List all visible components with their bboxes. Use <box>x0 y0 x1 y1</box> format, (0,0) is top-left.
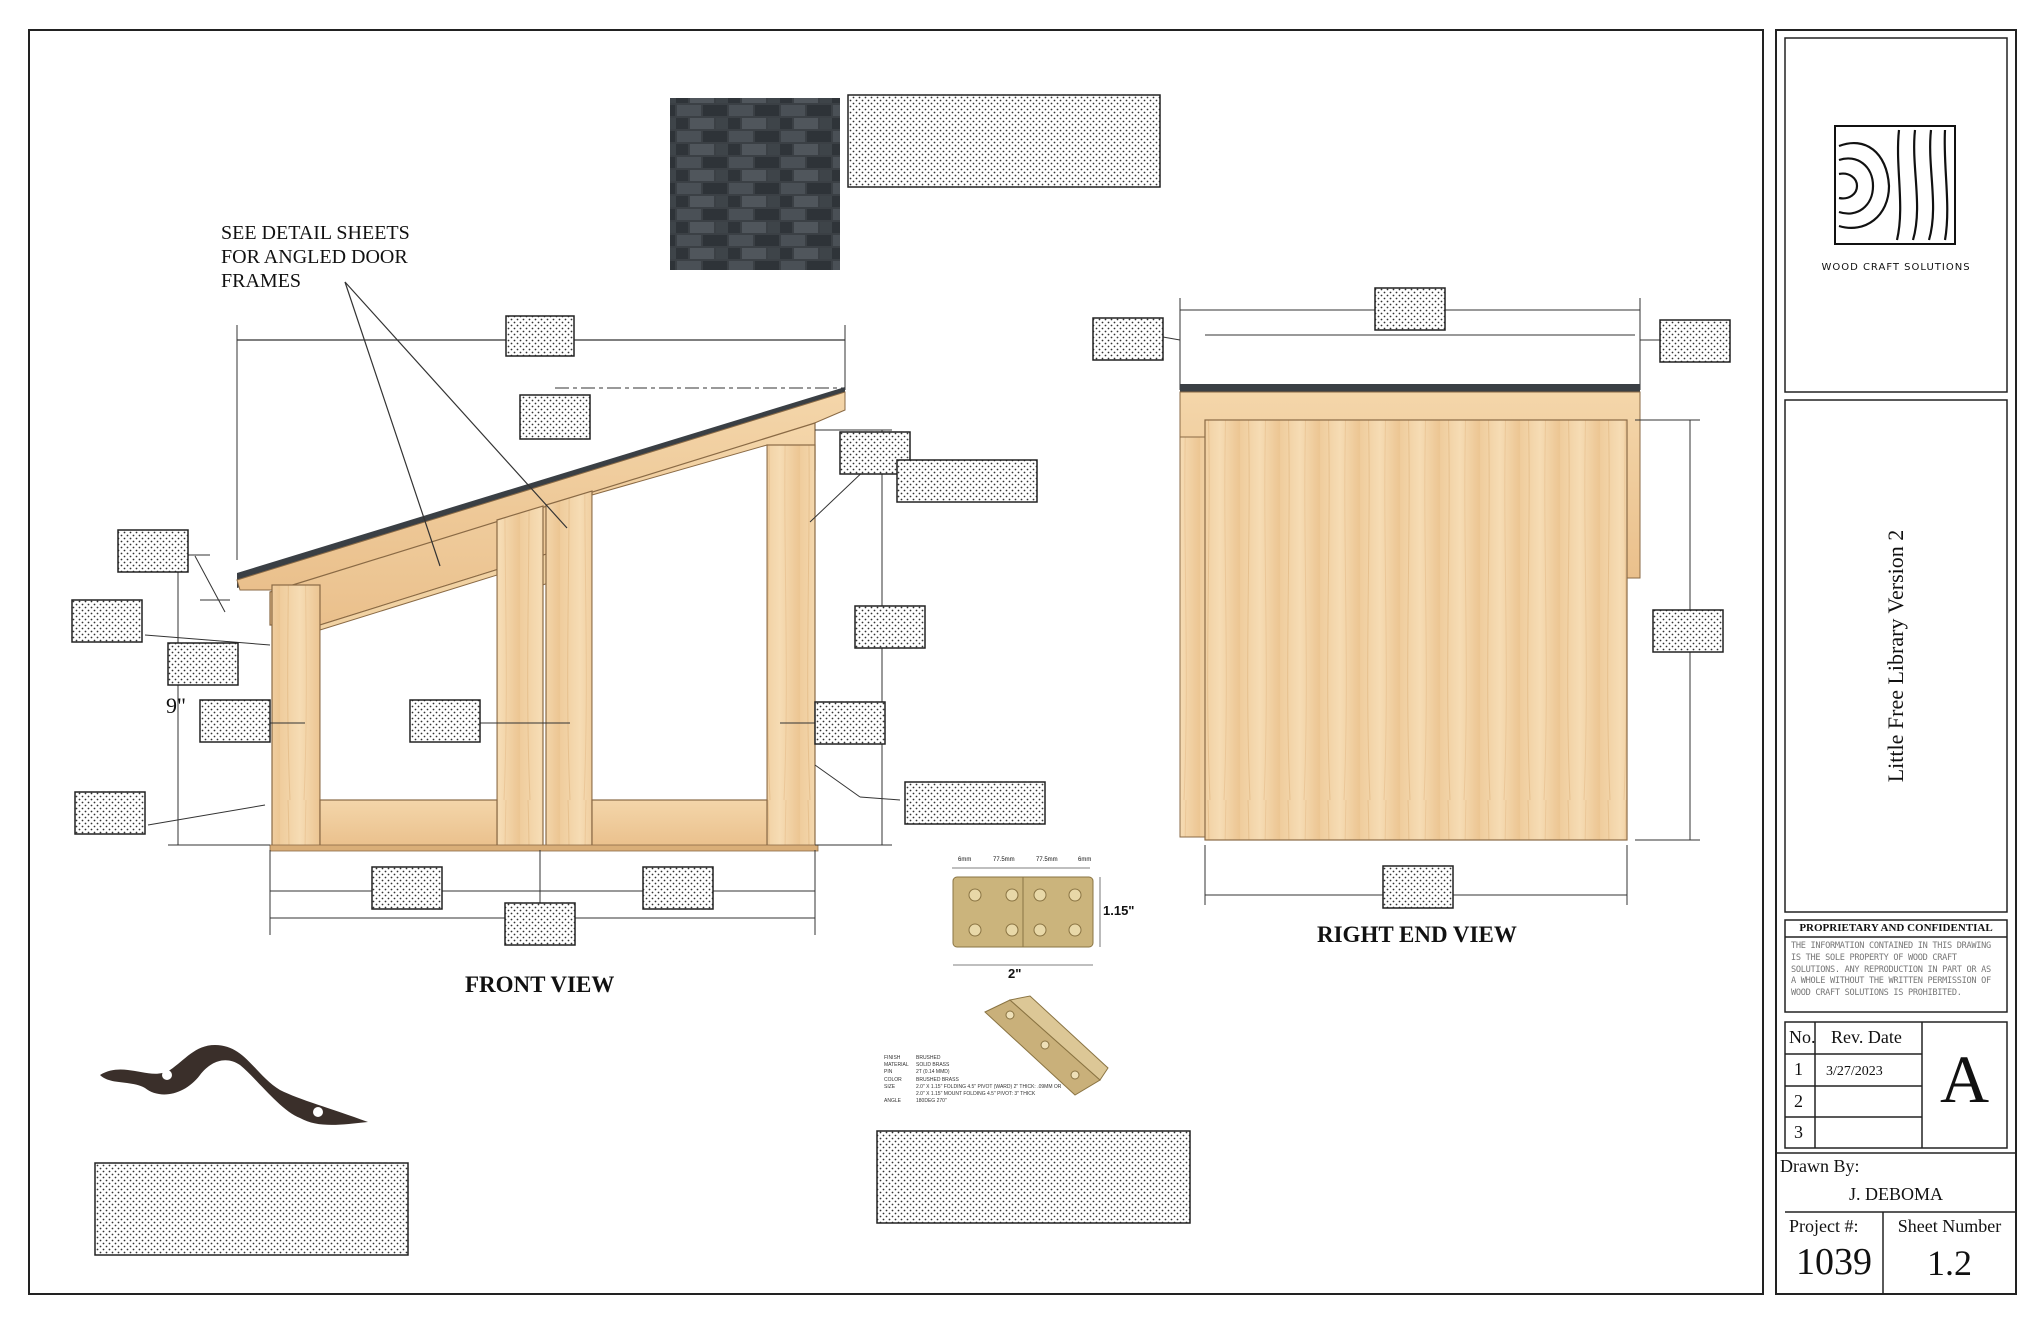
right-end-view-title: RIGHT END VIEW <box>1317 922 1517 947</box>
hinge-top-dim-4: 6mm <box>1078 857 1092 863</box>
rev-row-1-date: 3/27/2023 <box>1826 1064 1883 1079</box>
drawing-border <box>28 29 1764 1295</box>
front-right-post <box>766 444 816 848</box>
proprietary-text: THE INFORMATION CONTAINED IN THIS DRAWIN… <box>1791 941 1991 999</box>
proprietary-heading: PROPRIETARY AND CONFIDENTIAL <box>1799 922 1993 934</box>
spec-row: 2.0" X 1.15" MOUNT FOLDING 4.5" PIVOT: 3… <box>916 1091 1036 1098</box>
shingle-swatch <box>670 98 840 270</box>
front-callout-line-1: SEE DETAIL SHEETS <box>221 222 410 244</box>
hinge-image-angled <box>984 995 1109 1096</box>
revision-letter: A <box>1939 1041 1990 1117</box>
end-roof-shingles <box>1180 384 1640 392</box>
drawn-by-name: J. DEBOMA <box>1848 1184 1943 1204</box>
title-block-grid <box>1776 37 2016 1294</box>
rev-date-header: Rev. Date <box>1831 1027 1902 1047</box>
hinge-width-label: 2" <box>1008 966 1022 981</box>
hinge-image-top <box>952 867 1101 966</box>
front-view-drawing <box>144 281 901 935</box>
rev-row-2-no: 2 <box>1794 1091 1803 1111</box>
door-handle-image <box>100 1045 368 1125</box>
rev-row-3-no: 3 <box>1794 1122 1803 1142</box>
sheet-number: 1.2 <box>1927 1243 1972 1283</box>
project-number-label: Project #: <box>1789 1216 1859 1236</box>
hinge-top-dim-1: 6mm <box>958 857 972 863</box>
drawn-by-label: Drawn By: <box>1780 1156 1860 1176</box>
front-callout-line-3: FRAMES <box>221 270 302 292</box>
right-end-view-drawing <box>1094 298 1700 905</box>
company-name: WOOD CRAFT SOLUTIONS <box>1821 262 1971 273</box>
project-title: Little Free Library Version 2 <box>1883 529 1908 783</box>
redacted-labels <box>71 94 1731 1256</box>
front-view-title: FRONT VIEW <box>465 972 615 997</box>
hinge-top-dim-3: 77.5mm <box>1036 857 1058 863</box>
end-panel <box>1204 419 1628 841</box>
rev-row-1-no: 1 <box>1794 1059 1803 1079</box>
front-left-post <box>271 584 321 848</box>
wood-craft-logo <box>1834 125 1956 245</box>
project-number: 1039 <box>1796 1241 1872 1283</box>
hinge-height-label: 1.15" <box>1103 903 1135 918</box>
title-block-border <box>1775 29 2017 1295</box>
sheet-number-label: Sheet Number <box>1897 1216 2002 1236</box>
front-callout-line-2: FOR ANGLED DOOR <box>221 246 408 268</box>
hinge-top-dim-2: 77.5mm <box>993 857 1015 863</box>
rev-no-header: No. <box>1789 1027 1816 1047</box>
front-height-label: 9" <box>166 693 186 718</box>
